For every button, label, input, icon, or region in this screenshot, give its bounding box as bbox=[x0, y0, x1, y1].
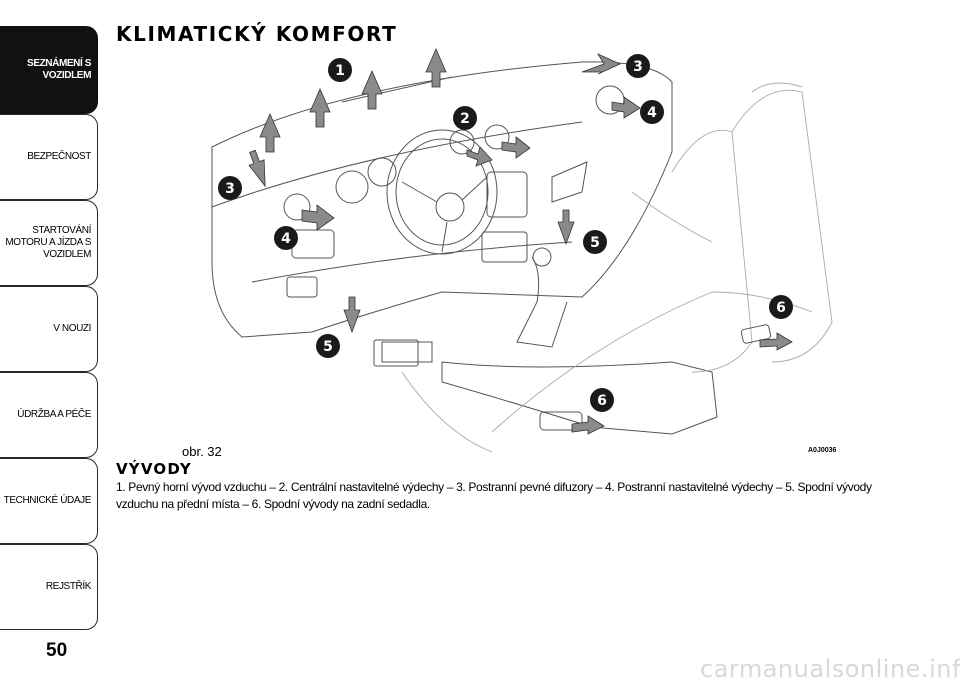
watermark: carmanualsonline.info bbox=[700, 655, 960, 683]
callout-4-right: 4 bbox=[640, 100, 664, 124]
svg-text:3: 3 bbox=[633, 59, 643, 75]
tab-technicke-udaje[interactable]: TECHNICKÉ ÚDAJE bbox=[0, 458, 98, 544]
callout-2: 2 bbox=[453, 106, 477, 130]
svg-text:2: 2 bbox=[460, 111, 470, 127]
tab-udrzba-a-pece[interactable]: ÚDRŽBA A PÉČE bbox=[0, 372, 98, 458]
tab-bezpecnost[interactable]: BEZPEČNOST bbox=[0, 114, 98, 200]
svg-text:5: 5 bbox=[590, 235, 600, 251]
callout-5-right: 5 bbox=[583, 230, 607, 254]
page-title: KLIMATICKÝ KOMFORT bbox=[116, 22, 398, 46]
callout-4-left: 4 bbox=[274, 226, 298, 250]
callout-6-right: 6 bbox=[769, 295, 793, 319]
tab-seznameni-s-vozidlem[interactable]: SEZNÁMENÍ S VOZIDLEM bbox=[0, 26, 98, 114]
svg-text:4: 4 bbox=[647, 105, 657, 121]
callout-3-right: 3 bbox=[626, 54, 650, 78]
callout-6-center: 6 bbox=[590, 388, 614, 412]
body-text: 1. Pevný horní vývod vzduchu – 2. Centrá… bbox=[116, 480, 872, 511]
page-number: 50 bbox=[46, 640, 68, 661]
tab-v-nouzi[interactable]: V NOUZI bbox=[0, 286, 98, 372]
svg-text:5: 5 bbox=[323, 339, 333, 355]
svg-text:1: 1 bbox=[335, 63, 345, 79]
callout-5-left: 5 bbox=[316, 334, 340, 358]
dashboard-illustration: 1 2 3 4 3 4 5 5 6 6 bbox=[211, 47, 833, 453]
callout-3-left: 3 bbox=[218, 176, 242, 200]
svg-text:6: 6 bbox=[597, 393, 607, 409]
figure-caption: obr. 32 bbox=[182, 444, 222, 459]
tab-startovani-motoru[interactable]: STARTOVÁNÍ MOTORU A JÍZDA S VOZIDLEM bbox=[0, 200, 98, 286]
svg-text:4: 4 bbox=[281, 231, 291, 247]
svg-text:6: 6 bbox=[776, 300, 786, 316]
tab-rejstrik[interactable]: REJSTŘÍK bbox=[0, 544, 98, 630]
section-heading: VÝVODY bbox=[116, 460, 192, 478]
figure-code: A0J0036 bbox=[808, 447, 837, 454]
svg-text:3: 3 bbox=[225, 181, 235, 197]
callout-1: 1 bbox=[328, 58, 352, 82]
